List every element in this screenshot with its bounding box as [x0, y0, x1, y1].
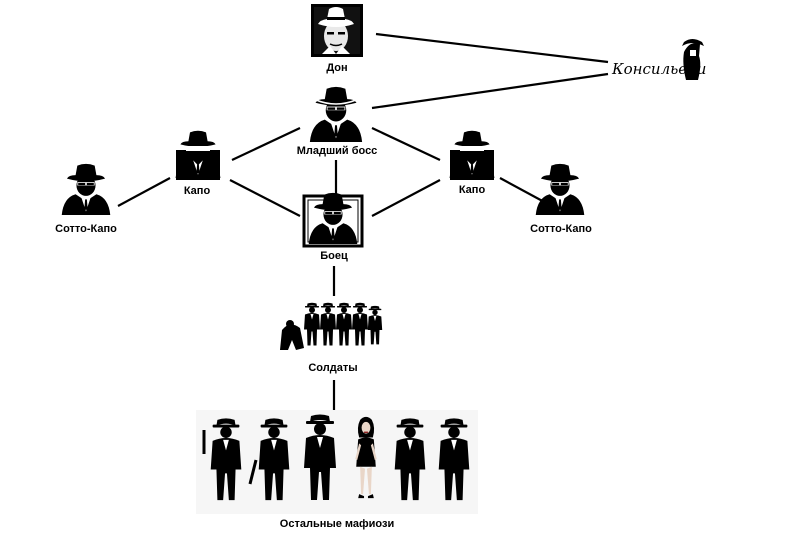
don-portrait [311, 4, 363, 57]
line-capo-right-soldier [371, 179, 441, 217]
capo-right-figure [449, 130, 495, 180]
soldiers-label: Солдаты [308, 362, 358, 374]
others-group [196, 410, 478, 514]
others-label: Остальные мафиози [279, 518, 395, 530]
capo-left-label: Капо [183, 185, 211, 197]
line-sotto-left-capo [117, 177, 171, 207]
line-underboss-consigliere [371, 72, 609, 110]
line-capo-left-soldier [229, 179, 301, 217]
connector-lines [117, 32, 609, 410]
soldiers-group [280, 302, 383, 350]
sotto-right-label: Сотто-Капо [530, 223, 592, 235]
sotto-left-label: Сотто-Капо [55, 223, 117, 235]
underboss-figure [309, 86, 363, 142]
sotto-left-figure [61, 163, 111, 215]
capo-right-label: Капо [458, 184, 486, 196]
soldier-figure [302, 192, 364, 248]
don-label: Дон [326, 62, 348, 74]
line-underboss-capo-right [371, 127, 441, 161]
consigliere-figure [682, 39, 704, 80]
capo-left-figure [175, 130, 221, 180]
underboss-label: Младший босс [296, 145, 378, 157]
consigliere-label: Консильери [612, 60, 707, 78]
line-sotto-right-capo [499, 177, 549, 205]
soldier-label: Боец [320, 250, 348, 262]
line-underboss-capo-left [231, 127, 301, 161]
line-don-consigliere [375, 32, 609, 64]
sotto-right-figure [535, 163, 585, 215]
